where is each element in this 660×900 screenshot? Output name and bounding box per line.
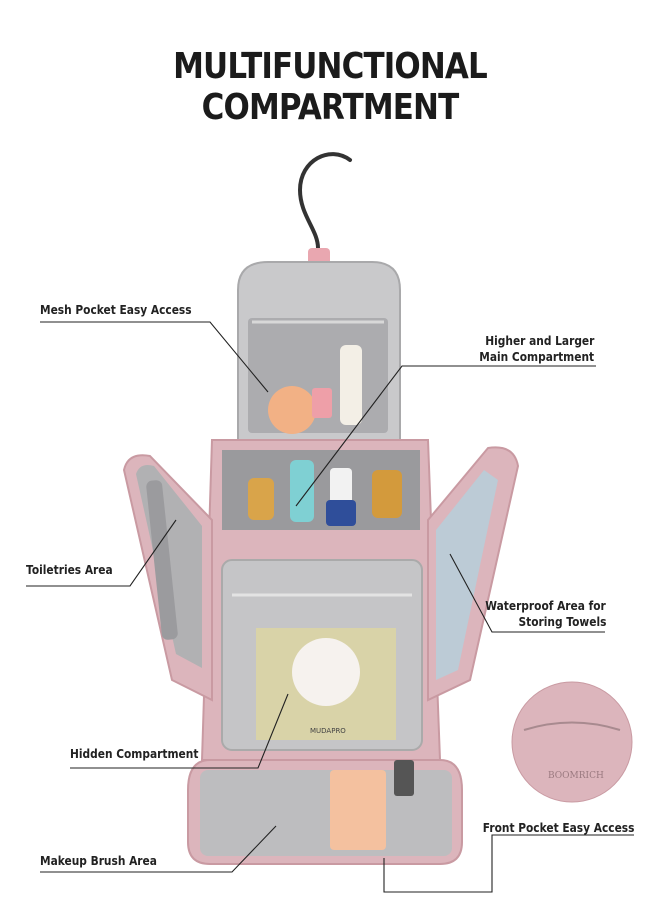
callout-mesh-pocket: Mesh Pocket Easy Access xyxy=(40,302,192,317)
line-waterproof xyxy=(449,553,605,633)
toothbrush xyxy=(146,480,178,640)
callout-toiletries: Toiletries Area xyxy=(26,562,113,577)
callout-waterproof-line2: Storing Towels xyxy=(518,614,606,629)
front-pocket-detail-inset xyxy=(511,681,633,803)
brand-mark: BOOMRICH xyxy=(548,771,604,781)
callout-lines xyxy=(26,321,634,893)
line-hidden xyxy=(70,693,289,769)
line-toiletries xyxy=(26,519,177,587)
page-title: MULTIFUNCTIONAL COMPARTMENT xyxy=(173,46,488,128)
callout-hidden-compartment: Hidden Compartment xyxy=(70,746,199,761)
callout-makeup-brush: Makeup Brush Area xyxy=(40,853,157,868)
line-front-pocket xyxy=(383,834,634,893)
line-main-compartment xyxy=(295,365,596,507)
booklet-text: MUDAPRO xyxy=(310,727,346,735)
brush-pocket xyxy=(200,770,452,856)
line-makeup-brush xyxy=(40,825,277,873)
callout-front-pocket: Front Pocket Easy Access xyxy=(482,820,634,835)
callout-waterproof-line1: Waterproof Area for xyxy=(485,598,606,613)
makeup-sponge xyxy=(268,386,316,434)
callout-main-compartment-line1: Higher and Larger xyxy=(484,333,594,348)
towel xyxy=(436,470,498,680)
callout-main-compartment-line2: Main Compartment xyxy=(479,349,594,364)
hanger-hook-icon xyxy=(297,152,352,250)
line-mesh-pocket xyxy=(40,321,269,393)
